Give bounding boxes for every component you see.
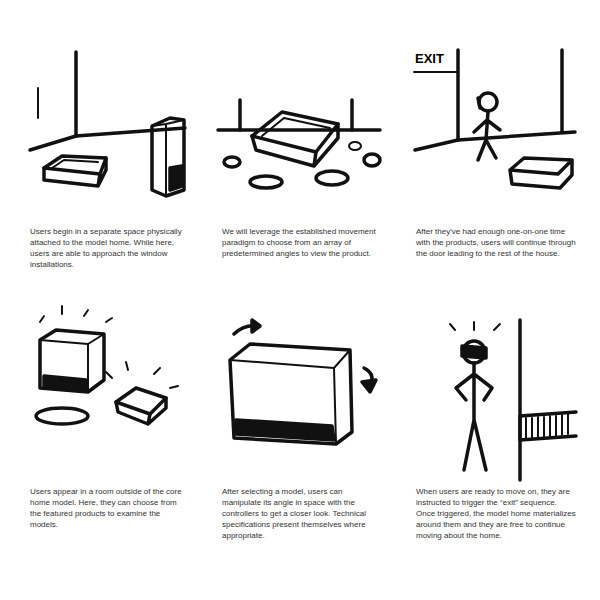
display-tray: [44, 158, 106, 186]
user-figure: [474, 112, 500, 160]
wall-corner: [560, 50, 564, 132]
glass-display: [230, 344, 352, 444]
door-edge: [37, 88, 39, 118]
floor-line: [76, 128, 185, 136]
display-tray: [116, 398, 166, 424]
floor-line: [218, 128, 380, 132]
glass-display: [230, 350, 350, 444]
wall-edge: [350, 100, 354, 130]
highlight-marks: [106, 362, 178, 388]
window-installation: [152, 120, 184, 196]
teleport-marker: [349, 142, 361, 150]
window-ledge: [520, 412, 576, 440]
panel-caption: We will leverage the established movemen…: [222, 226, 382, 259]
display-tray: [116, 388, 166, 414]
display-tray: [262, 118, 330, 136]
panel-2-sketch: [218, 100, 380, 188]
window-hatching: [526, 414, 568, 438]
teleport-marker: [250, 176, 282, 188]
panel-1-sketch: [30, 52, 185, 196]
user-figure: [456, 363, 492, 470]
rotate-arrow: [362, 380, 376, 392]
panel-caption: Users begin in a separate space physical…: [30, 226, 190, 270]
display-tray: [252, 124, 338, 166]
highlight-marks: [450, 322, 500, 330]
user-head: [463, 341, 485, 363]
wall-edge: [518, 320, 522, 480]
vr-headset: [462, 346, 486, 358]
panel-5-sketch: [230, 320, 376, 444]
teleport-marker: [36, 408, 88, 424]
display-tray: [44, 156, 106, 174]
teleport-marker: [224, 157, 240, 167]
exit-sign: EXIT: [415, 51, 459, 66]
window-installation: [170, 166, 182, 190]
display-tray: [252, 112, 338, 152]
floor-line: [458, 132, 575, 140]
panel-4-sketch: [36, 306, 178, 424]
floor-line: [415, 140, 458, 150]
glass-display: [40, 334, 104, 392]
panel-caption: Users appear in a room outside of the co…: [30, 486, 190, 530]
panel-caption: After selecting a model, users can manip…: [222, 486, 382, 541]
teleport-marker: [316, 171, 348, 185]
display-tray: [52, 160, 98, 168]
vr-headset: [478, 98, 480, 108]
window-installation: [152, 118, 184, 196]
panel-6-sketch: [450, 320, 576, 480]
panel-3-sketch: [414, 50, 575, 188]
exit-sign-edge: [414, 71, 458, 73]
glass-display: [236, 420, 334, 440]
wall-edge: [238, 100, 242, 130]
glass-display: [44, 376, 86, 390]
display-tray: [510, 158, 572, 188]
wall-corner: [74, 52, 78, 136]
panel-caption: After they've had enough one-on-one time…: [416, 226, 578, 259]
teleport-marker: [364, 154, 380, 166]
door-frame: [456, 50, 460, 140]
panel-caption: When users are ready to move on, they ar…: [416, 486, 578, 541]
user-head: [479, 93, 497, 111]
highlight-marks: [40, 306, 112, 322]
floor-line: [30, 136, 76, 150]
rotate-arrow: [252, 320, 260, 332]
glass-display: [40, 330, 104, 392]
